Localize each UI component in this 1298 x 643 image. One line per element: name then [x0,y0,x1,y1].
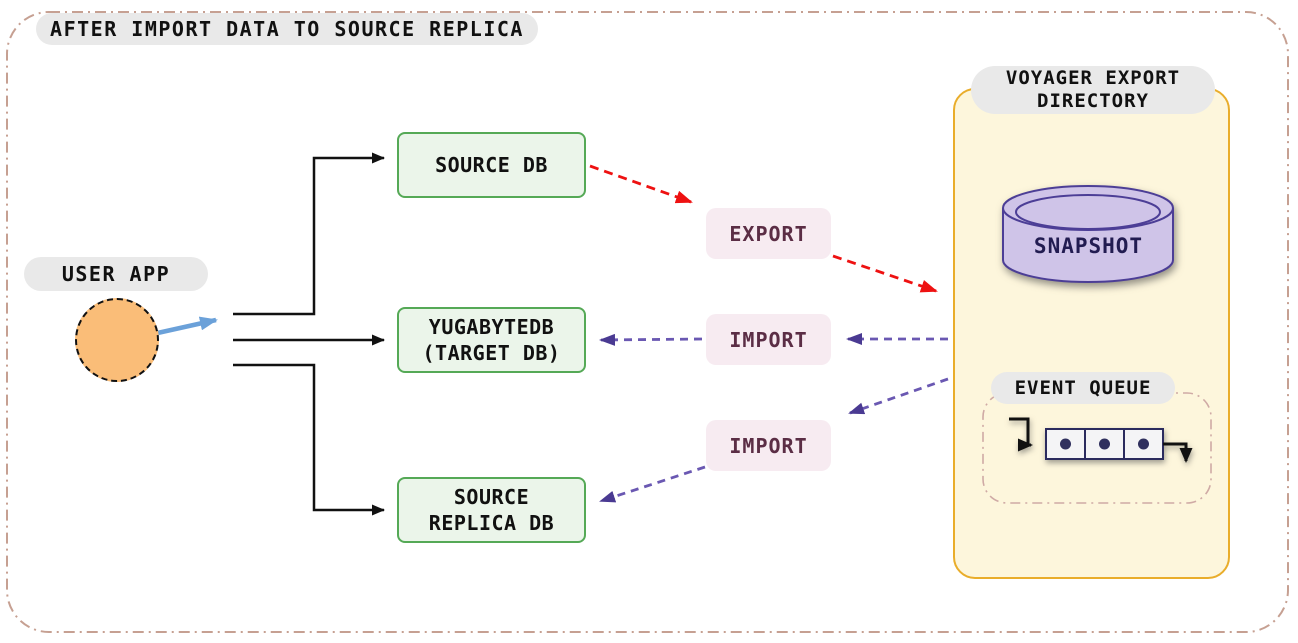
export-flow-label: EXPORT [706,208,831,259]
queue-item-dot [1060,438,1071,450]
target-db-label-line1: YUGABYTEDB [428,315,555,339]
import-arrow-label-to-replica-db [599,465,706,503]
diagram-outer-border [6,11,1289,633]
snapshot-cylinder-icon [1002,185,1174,283]
import-arrow-directory-to-label-replica [848,377,949,415]
source-db-label: SOURCE DB [435,153,548,177]
import-arrow-label-to-target-db [599,333,703,346]
queue-outbound-arrow [1163,442,1193,463]
export-flow-label-text: EXPORT [729,221,808,246]
voyager-export-directory-title: VOYAGER EXPORT DIRECTORY [971,66,1215,114]
source-db-node: SOURCE DB [397,132,586,198]
diagram-title-text: AFTER IMPORT DATA TO SOURCE REPLICA [50,17,524,41]
queue-item-dot [1099,438,1110,450]
export-arrow-label-to-directory [832,254,938,293]
event-queue-title-text: EVENT QUEUE [1014,377,1152,399]
source-replica-db-label-line1: SOURCE [453,485,530,509]
import-replica-flow-label-text: IMPORT [729,433,808,458]
event-queue-title: EVENT QUEUE [991,372,1175,404]
import-replica-flow-label: IMPORT [706,420,831,471]
queue-item-dot [1138,438,1149,450]
diagram-title: AFTER IMPORT DATA TO SOURCE REPLICA [36,13,538,45]
event-queue-icon [1009,417,1193,463]
queue-inbound-arrow [1009,417,1033,452]
user-app-label-text: USER APP [61,262,171,286]
export-arrow-sourcedb-to-label [589,164,693,204]
target-db-node: YUGABYTEDB (TARGET DB) [397,307,586,373]
connector-to-source-replica-db [233,363,385,516]
snapshot-label-text: SNAPSHOT [1033,234,1144,258]
voyager-export-directory-panel [953,88,1230,579]
snapshot-label: SNAPSHOT [1003,234,1174,258]
import-target-flow-label: IMPORT [706,314,831,365]
voyager-title-line1: VOYAGER EXPORT [1005,67,1181,89]
target-db-label-line2: (TARGET DB) [422,341,561,365]
source-replica-db-label-line2: REPLICA DB [428,511,555,535]
user-app-request-arrow [152,316,218,337]
voyager-title-line2: DIRECTORY [1037,90,1149,112]
connector-to-source-db [233,152,385,316]
import-target-flow-label-text: IMPORT [729,327,808,352]
source-replica-db-node: SOURCE REPLICA DB [397,477,586,543]
user-app-icon [75,298,159,382]
user-app-label: USER APP [24,257,208,291]
